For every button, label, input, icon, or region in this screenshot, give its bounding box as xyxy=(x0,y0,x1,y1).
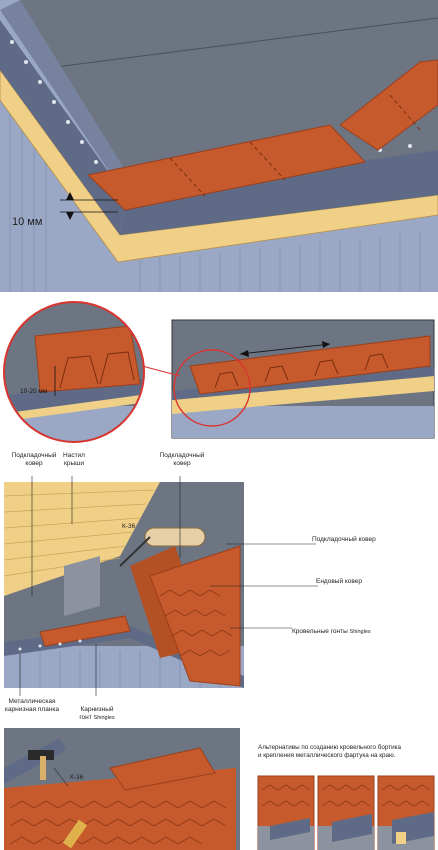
eave-shingle-brand: Shingles xyxy=(93,715,115,721)
overlap-10-20mm-label: 10-20 мм xyxy=(20,388,48,395)
valley-installation-diagram: Подкладочный ковер Настил крыши Подкладо… xyxy=(0,446,438,724)
roofing-shingles-label: Кровельные гонты Shingles xyxy=(292,620,371,636)
drip-edge-label: Металлическая карнизная планка xyxy=(4,698,60,713)
valley-installation-illustration xyxy=(3,476,318,696)
edge-finishing-diagram: К-36 Альтернативы по созданию кровельног… xyxy=(0,728,438,850)
roofing-shingles-brand: Shingles xyxy=(349,629,371,635)
eave-overhang-illustration xyxy=(0,0,438,292)
gap-10mm-label: 10 мм xyxy=(12,216,43,228)
roof-deck-label: Настил крыши xyxy=(63,452,85,467)
underlay-label-top-right: Подкладочный ковер xyxy=(159,452,205,467)
starter-row-diagram: 10-20 мм xyxy=(0,296,438,444)
underlay-label-right: Подкладочный ковер xyxy=(312,536,376,543)
eave-shingle-label: Карнизный гонт Shingles xyxy=(70,698,124,722)
roofing-shingles-text: Кровельные гонты xyxy=(292,628,350,635)
k36-label-bottom: К-36 xyxy=(70,774,84,781)
alternatives-caption: Альтернативы по созданию кровельного бор… xyxy=(258,744,401,759)
k36-label: К-36 xyxy=(122,523,136,530)
edge-finishing-illustration xyxy=(4,728,435,850)
eave-shingle-text: Карнизный гонт xyxy=(79,706,114,721)
eave-overhang-diagram: 10 мм xyxy=(0,0,438,292)
valley-carpet-label: Ендовый ковер xyxy=(316,578,363,585)
underlay-label-top-left: Подкладочный ковер xyxy=(11,452,57,467)
starter-row-illustration xyxy=(3,301,435,443)
